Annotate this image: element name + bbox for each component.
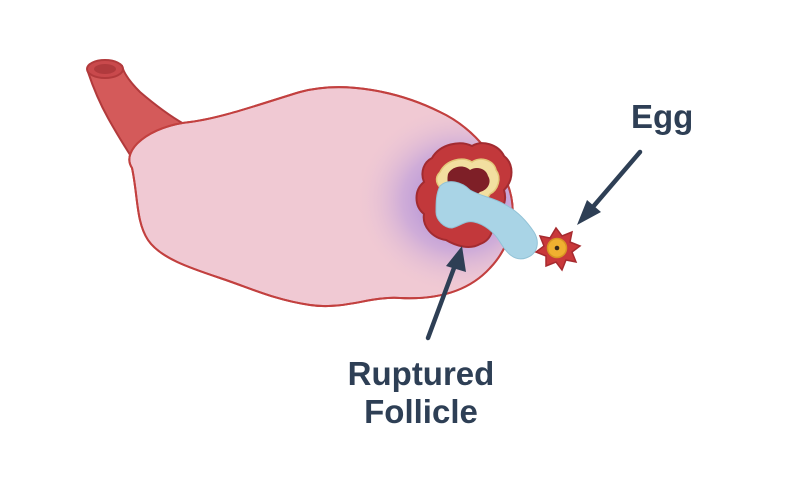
egg-label: Egg xyxy=(631,98,694,135)
ruptured-follicle-label-line2: Follicle xyxy=(364,393,478,430)
ruptured-follicle-label-line1: Ruptured xyxy=(347,355,495,392)
ruptured-follicle-label: Ruptured Follicle xyxy=(346,355,496,431)
follicular-fluid xyxy=(435,181,538,260)
follicle-arrow xyxy=(425,246,466,341)
egg-arrow xyxy=(577,149,643,225)
egg xyxy=(534,226,582,272)
